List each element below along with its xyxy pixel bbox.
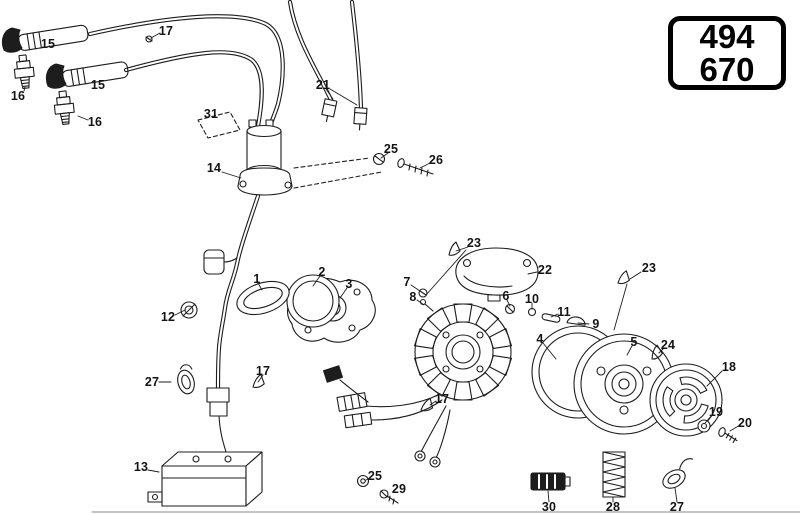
part-label-11-20: 11 bbox=[557, 305, 571, 319]
grommet-27-left bbox=[177, 364, 195, 395]
part-label-1-13: 1 bbox=[253, 272, 261, 286]
stator-harness bbox=[322, 365, 451, 468]
reference-dashes bbox=[197, 111, 383, 189]
part-label-4-22: 4 bbox=[536, 332, 544, 346]
part-label-25-8: 25 bbox=[383, 142, 399, 156]
part-label-2-14: 2 bbox=[318, 265, 326, 279]
grommet-12 bbox=[180, 301, 198, 319]
wire-components bbox=[203, 249, 238, 459]
spark-plug-top bbox=[12, 53, 36, 90]
spark-wires-core bbox=[89, 1, 362, 389]
part-label-23-12: 23 bbox=[641, 261, 657, 275]
cover-disc-2 bbox=[286, 274, 340, 328]
part-label-30-35: 30 bbox=[541, 500, 557, 514]
flywheel-5 bbox=[573, 333, 675, 435]
coil-mount-screws bbox=[372, 152, 434, 177]
part-label-25-33: 25 bbox=[367, 469, 383, 483]
spark-plug-cap-bottom bbox=[45, 61, 129, 89]
part-label-21-5: 21 bbox=[315, 78, 331, 92]
part-label-20-31: 20 bbox=[737, 416, 753, 430]
part-label-5-23: 5 bbox=[630, 335, 638, 349]
model-number-bottom: 670 bbox=[699, 51, 755, 88]
wire-screw bbox=[145, 35, 153, 43]
part-label-17-28: 17 bbox=[255, 364, 271, 378]
part-label-10-19: 10 bbox=[524, 292, 540, 306]
part-label-27-37: 27 bbox=[669, 500, 685, 514]
part-label-15-0: 15 bbox=[40, 37, 56, 51]
part-label-24-24: 24 bbox=[660, 338, 676, 352]
part-label-3-15: 3 bbox=[345, 277, 353, 291]
part-label-31-6: 31 bbox=[203, 107, 219, 121]
crank-hardware bbox=[504, 303, 586, 326]
part-label-14-7: 14 bbox=[206, 161, 222, 175]
part-label-26-9: 26 bbox=[428, 153, 444, 167]
spark-plug-cap-top bbox=[1, 24, 89, 53]
part-label-23-10: 23 bbox=[466, 236, 482, 250]
seal-ring-1 bbox=[236, 280, 290, 316]
part-label-6-18: 6 bbox=[502, 289, 510, 303]
part-label-29-34: 29 bbox=[391, 482, 407, 496]
part-label-18-26: 18 bbox=[721, 360, 737, 374]
electronic-box bbox=[147, 451, 263, 507]
part-label-9-21: 9 bbox=[592, 317, 600, 331]
starter-pulley-18 bbox=[649, 363, 723, 437]
part-label-8-17: 8 bbox=[409, 290, 417, 304]
wire-terminals bbox=[321, 98, 368, 131]
ignition-coil bbox=[237, 119, 293, 196]
part-label-13-32: 13 bbox=[133, 460, 149, 474]
bottom-hardware bbox=[356, 419, 738, 505]
part-label-7-16: 7 bbox=[403, 275, 411, 289]
part-label-17-29: 17 bbox=[434, 392, 450, 406]
part-label-16-2: 16 bbox=[10, 89, 26, 103]
part-label-12-25: 12 bbox=[160, 310, 176, 324]
model-badge: 494 670 bbox=[668, 16, 786, 90]
part-label-17-1: 17 bbox=[158, 24, 174, 38]
part-label-15-3: 15 bbox=[90, 78, 106, 92]
spark-plug-bottom bbox=[52, 89, 76, 126]
part-label-19-30: 19 bbox=[708, 405, 724, 419]
part-label-16-4: 16 bbox=[87, 115, 103, 129]
leader-lines bbox=[23, 32, 741, 503]
part-label-22-11: 22 bbox=[537, 263, 553, 277]
plate-screws bbox=[418, 288, 434, 312]
model-number-top: 494 bbox=[699, 18, 755, 55]
cover-22 bbox=[455, 247, 539, 302]
part-label-28-36: 28 bbox=[605, 500, 621, 514]
stator-assembly bbox=[414, 303, 512, 401]
part-label-27-27: 27 bbox=[144, 375, 160, 389]
